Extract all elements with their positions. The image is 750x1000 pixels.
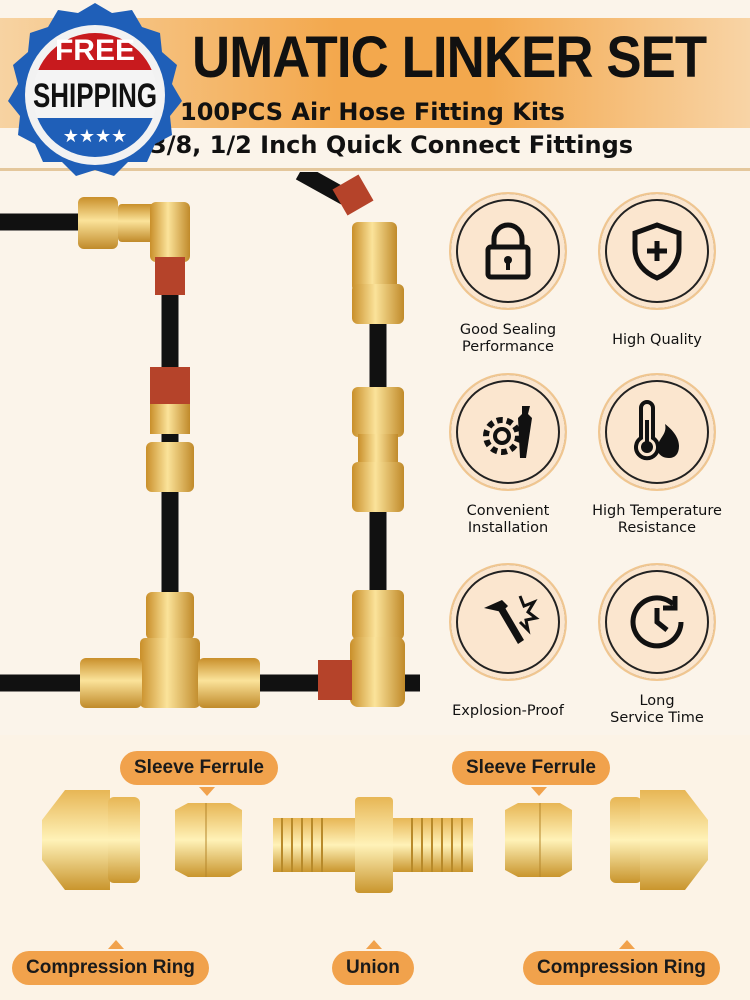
feature-label: Resistance (617, 520, 697, 536)
feature-label: Explosion-Proof (452, 703, 564, 719)
pointer (108, 940, 124, 949)
badge-stars: ★★★★ (63, 126, 128, 147)
label-compression-ring-right: Compression Ring (523, 951, 720, 985)
feature-label: Good Sealing (459, 322, 557, 338)
feature-label: Convenient (466, 503, 550, 519)
thermometer-flame-icon (598, 373, 716, 491)
badge-free: FREE (55, 34, 135, 67)
label-compression-ring-left: Compression Ring (12, 951, 209, 985)
pointer (619, 940, 635, 949)
label-sleeve-ferrule-right: Sleeve Ferrule (452, 751, 610, 785)
page-title: UMATIC LINKER SET (192, 25, 707, 90)
divider (0, 168, 750, 171)
hose-fittings-illustration (0, 172, 420, 708)
hammer-burst-icon (449, 563, 567, 681)
feature-label: Installation (467, 520, 549, 536)
parts-diagram: Sleeve Ferrule Sleeve Ferrule Compressio… (0, 735, 750, 1000)
sleeve-ferrule-left-part (175, 803, 242, 877)
badge-shipping: SHIPPING (33, 77, 157, 115)
pointer (199, 787, 215, 796)
union-part (273, 797, 473, 893)
subtitle-2: 3/8, 1/2 Inch Quick Connect Fittings (150, 131, 634, 159)
feature-high-quality: High Quality (582, 192, 732, 349)
free-shipping-badge: FREE SHIPPING ★★★★ (8, 3, 182, 176)
clock-icon (598, 563, 716, 681)
feature-label: High Temperature (592, 503, 722, 519)
pointer (531, 787, 547, 796)
compression-ring-right-part (610, 790, 708, 890)
parts-illustration (42, 790, 708, 893)
feature-label: Performance (462, 339, 554, 355)
fittings (78, 174, 405, 708)
subtitle-1: 100PCS Air Hose Fitting Kits (180, 98, 565, 126)
label-union: Union (332, 951, 414, 985)
feature-label: Service Time (610, 710, 704, 726)
lock-icon (449, 192, 567, 310)
compression-ring-left-part (42, 790, 140, 890)
feature-label: Long (639, 693, 675, 709)
feature-explosion-proof: Explosion-Proof (433, 563, 583, 720)
gear-wrench-icon (449, 373, 567, 491)
pointer (366, 940, 382, 949)
feature-label: High Quality (612, 332, 702, 348)
sleeve-ferrule-right-part (505, 803, 572, 877)
label-sleeve-ferrule-left: Sleeve Ferrule (120, 751, 278, 785)
shield-plus-icon (598, 192, 716, 310)
